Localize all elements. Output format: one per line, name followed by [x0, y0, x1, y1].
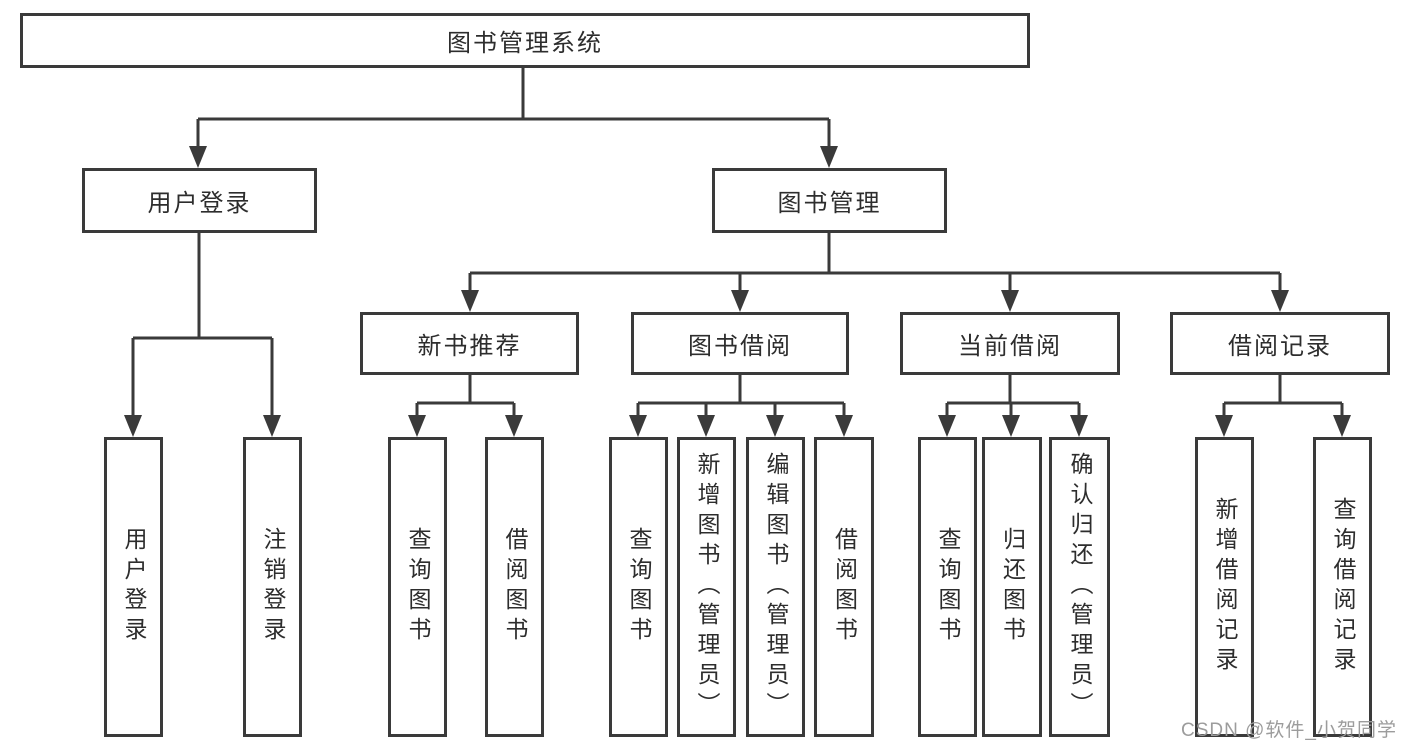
leaf-query-books-borrowing: 查询图书 — [609, 437, 668, 737]
node-borrowing-records: 借阅记录 — [1170, 312, 1390, 375]
node-label: 查询图书 — [935, 527, 961, 647]
leaf-logout: 注销登录 — [243, 437, 302, 737]
node-book-management-module: 图书管理 — [712, 168, 947, 233]
node-label: 确认归还（管理员） — [1067, 452, 1093, 722]
node-label: 新增借阅记录 — [1212, 497, 1238, 677]
arrowheads — [124, 146, 1351, 437]
node-label: 用户登录 — [121, 527, 147, 647]
node-label: 图书借阅 — [688, 333, 792, 360]
node-label: 新增图书（管理员） — [694, 452, 720, 722]
node-label: 编辑图书（管理员） — [763, 452, 789, 722]
node-label: 借阅记录 — [1228, 333, 1332, 360]
node-current-borrowing: 当前借阅 — [900, 312, 1120, 375]
node-label: 查询图书 — [405, 527, 431, 647]
leaf-add-books-admin: 新增图书（管理员） — [677, 437, 736, 737]
node-label: 当前借阅 — [958, 333, 1062, 360]
watermark: CSDN @软件_小贺同学 — [1181, 720, 1397, 741]
leaf-edit-books-admin: 编辑图书（管理员） — [746, 437, 805, 737]
leaf-confirm-return-admin: 确认归还（管理员） — [1049, 437, 1110, 737]
node-label: 用户登录 — [147, 190, 252, 217]
leaf-query-books-current: 查询图书 — [918, 437, 977, 737]
leaf-borrow-books-borrowing: 借阅图书 — [814, 437, 874, 737]
node-label: 借阅图书 — [831, 527, 858, 647]
node-user-login-module: 用户登录 — [82, 168, 317, 233]
leaf-borrow-books-recommendation: 借阅图书 — [485, 437, 544, 737]
node-new-book-recommendation: 新书推荐 — [360, 312, 579, 375]
leaf-return-books: 归还图书 — [982, 437, 1042, 737]
leaf-query-books-recommendation: 查询图书 — [388, 437, 447, 737]
node-label: 查询借阅记录 — [1330, 497, 1356, 677]
node-label: 归还图书 — [999, 527, 1026, 647]
leaf-user-login: 用户登录 — [104, 437, 163, 737]
node-library-management-system: 图书管理系统 — [20, 13, 1030, 68]
leaf-query-borrow-record: 查询借阅记录 — [1313, 437, 1372, 737]
node-label: 新书推荐 — [417, 333, 522, 360]
node-label: 图书管理 — [777, 190, 882, 217]
node-label: 借阅图书 — [502, 527, 528, 647]
node-label: 查询图书 — [626, 527, 652, 647]
leaf-add-borrow-record: 新增借阅记录 — [1195, 437, 1254, 737]
node-label: 图书管理系统 — [447, 30, 603, 57]
node-book-borrowing: 图书借阅 — [631, 312, 849, 375]
node-label: 注销登录 — [260, 527, 286, 647]
